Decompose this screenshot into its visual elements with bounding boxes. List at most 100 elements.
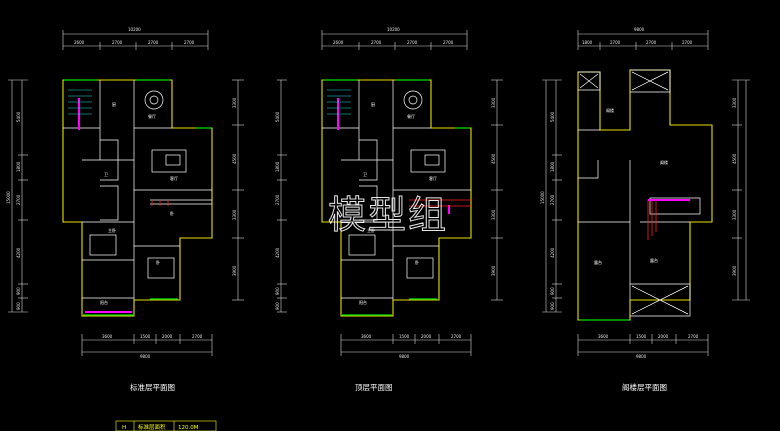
left-dim: 900 <box>550 287 555 295</box>
top-seg-dim: 2700 <box>184 40 195 45</box>
top-seg-dim: 2700 <box>407 40 418 45</box>
room-label-loft: 阁楼 <box>606 107 614 113</box>
bottom-seg-dim: 2700 <box>688 334 699 339</box>
bottom-total-dim: 9800 <box>399 354 410 359</box>
watermark-text: 模型组 <box>328 193 448 237</box>
area-table: H 标准层面积 120.0M <box>115 420 217 431</box>
left-dim: 900 <box>275 287 280 295</box>
right-dim: 4500 <box>491 153 496 164</box>
top-dimensions: 10200 2600 2700 2700 2700 <box>62 27 209 50</box>
bottom-seg-dim: 2000 <box>162 334 173 339</box>
plan-standard: 10200 2600 2700 2700 2700 5400 1800 2700… <box>6 27 244 392</box>
top-seg-dim: 2700 <box>682 40 693 45</box>
room-labels: 阁楼 阁楼 露台 露台 <box>594 107 668 265</box>
left-dim: 5400 <box>275 111 280 122</box>
bottom-dimensions: 3600 1500 2000 2700 9800 <box>340 334 472 359</box>
right-dim: 3900 <box>732 265 737 276</box>
top-seg-dim: 2600 <box>74 40 85 45</box>
bottom-total-dim: 9800 <box>140 354 151 359</box>
left-dim: 2700 <box>550 194 555 205</box>
room-label-bath: 卫 <box>104 172 108 177</box>
left-dim: 1800 <box>16 161 21 172</box>
left-dim: 5400 <box>550 111 555 122</box>
left-dim: 4200 <box>550 247 555 258</box>
bottom-seg-dim: 2700 <box>451 334 462 339</box>
room-label-balcony: 阳台 <box>359 299 367 305</box>
bottom-seg-dim: 3600 <box>102 334 113 339</box>
right-dim: 3300 <box>491 97 496 108</box>
top-seg-dim: 2700 <box>371 40 382 45</box>
right-dim: 3900 <box>491 265 496 276</box>
room-labels: 厨 餐厅 客厅 主卧 卧 卧 卫 阳台 <box>100 101 178 305</box>
bottom-seg-dim: 3600 <box>361 334 372 339</box>
top-dimensions: 9800 1800 2700 2700 2700 <box>577 27 709 50</box>
plan-top-floor: 10200 2600 2700 2700 2700 5400 1800 2700… <box>275 27 503 392</box>
room-label-terrace: 露台 <box>650 257 658 263</box>
left-dim: 1800 <box>550 161 555 172</box>
left-total-dim: 15000 <box>6 191 11 204</box>
right-dim: 3300 <box>232 209 237 220</box>
plan-attic: 9800 1800 2700 2700 2700 5400 1800 2700 … <box>540 27 750 392</box>
bottom-dimensions: 3600 1500 2000 2700 9800 <box>81 334 213 359</box>
bottom-seg-dim: 2000 <box>421 334 432 339</box>
walls <box>321 79 472 317</box>
top-total-dim: 10200 <box>387 27 400 32</box>
table-value: 120.0M <box>178 425 199 431</box>
plan-caption: 顶层平面图 <box>355 383 393 392</box>
room-label-living: 客厅 <box>170 175 178 181</box>
room-label-dining: 餐厅 <box>407 113 415 119</box>
top-seg-dim: 2700 <box>148 40 159 45</box>
bottom-seg-dim: 1500 <box>399 334 410 339</box>
right-dimensions: 3300 4500 3300 3900 <box>732 79 750 301</box>
left-dim: 900 <box>550 302 555 310</box>
left-dim: 900 <box>275 302 280 310</box>
left-dim: 2700 <box>16 194 21 205</box>
left-dimensions: 5400 1800 2700 4200 900 900 15000 <box>6 79 28 313</box>
room-label-bath: 卫 <box>363 172 367 177</box>
right-dim: 4500 <box>232 153 237 164</box>
bottom-seg-dim: 2000 <box>658 334 669 339</box>
right-dim: 3900 <box>232 265 237 276</box>
room-label-dining: 餐厅 <box>148 113 156 119</box>
bottom-seg-dim: 1500 <box>636 334 647 339</box>
room-label-bedroom: 卧 <box>170 210 174 216</box>
left-dim: 1800 <box>275 161 280 172</box>
room-label-terrace: 露台 <box>594 259 602 265</box>
room-label-master: 主卧 <box>367 227 375 233</box>
bottom-seg-dim: 3600 <box>598 334 609 339</box>
walls <box>577 69 713 321</box>
left-dim: 5400 <box>16 111 21 122</box>
right-dim: 3300 <box>232 97 237 108</box>
bottom-total-dim: 9800 <box>636 354 647 359</box>
room-label-loft: 阁楼 <box>660 159 668 165</box>
room-label-kitchen: 厨 <box>371 101 375 107</box>
table-code: H <box>122 425 126 431</box>
top-total-dim: 10200 <box>128 27 141 32</box>
left-dimensions: 5400 1800 2700 4200 900 900 <box>275 79 287 313</box>
walls <box>62 79 213 317</box>
room-label-master: 主卧 <box>108 227 116 233</box>
room-label-living: 客厅 <box>429 175 437 181</box>
left-dimensions: 5400 1800 2700 4200 900 900 15000 <box>540 79 562 313</box>
plan-caption: 阁楼层平面图 <box>622 382 667 392</box>
right-dim: 3300 <box>732 97 737 108</box>
room-label-bedroom: 卧 <box>156 259 160 265</box>
right-dim: 3300 <box>491 209 496 220</box>
top-seg-dim: 2700 <box>443 40 454 45</box>
room-label-kitchen: 厨 <box>112 101 116 107</box>
right-dim: 3300 <box>732 209 737 220</box>
right-dimensions: 3300 4500 3300 3900 <box>491 79 503 301</box>
room-labels: 厨 餐厅 客厅 主卧 卧 卫 阳台 <box>359 101 437 305</box>
bottom-seg-dim: 1500 <box>140 334 151 339</box>
left-dim: 2700 <box>275 194 280 205</box>
room-label-balcony: 阳台 <box>100 299 108 305</box>
top-total-dim: 9800 <box>634 27 645 32</box>
top-seg-dim: 2700 <box>112 40 123 45</box>
plan-caption: 标准层平面图 <box>130 382 175 392</box>
top-dimensions: 10200 2600 2700 2700 2700 <box>321 27 468 50</box>
top-seg-dim: 1800 <box>582 40 593 45</box>
left-dim: 900 <box>16 302 21 310</box>
top-seg-dim: 2700 <box>646 40 657 45</box>
left-dim: 4200 <box>275 247 280 258</box>
